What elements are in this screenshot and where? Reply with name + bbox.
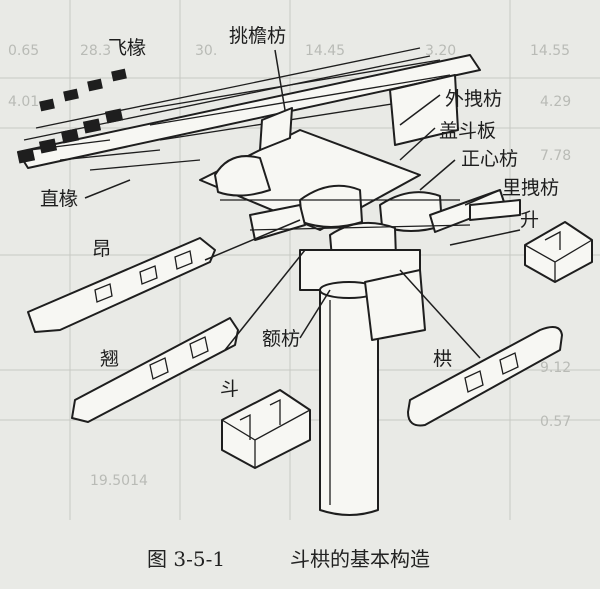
qiao-part (71, 317, 239, 423)
label-gaidouban: 盖斗板 (439, 120, 496, 142)
label-dou: 斗 (220, 378, 239, 400)
label-efang: 额枋 (262, 328, 300, 350)
label-zhichuan: 直椽 (40, 188, 78, 210)
bg-text: 9.12 (540, 360, 571, 376)
bg-text: 4.01 (8, 94, 39, 110)
bg-text: 14.45 (305, 43, 345, 59)
label-waizhuaifang: 外拽枋 (445, 88, 502, 110)
label-gong: 栱 (433, 348, 452, 370)
bg-text: 7.78 (540, 148, 571, 164)
bg-text: 3.20 (425, 43, 456, 59)
bg-text: 0.65 (8, 43, 39, 59)
label-qiao: 翘 (100, 348, 119, 370)
caption-title: 斗栱的基本构造 (290, 547, 430, 571)
ang-part (27, 237, 216, 333)
sheng-part (524, 221, 593, 283)
label-lizhuaifang: 里拽枋 (502, 177, 559, 199)
label-tiaoyanfang: 挑檐枋 (229, 25, 286, 47)
bg-text: 19.5014 (90, 473, 148, 489)
bg-text: 30. (195, 43, 217, 59)
label-feichuan: 飞椽 (108, 37, 146, 59)
bg-text: 4.29 (540, 94, 571, 110)
label-ang: 昂 (92, 238, 111, 260)
bg-text: 28.3 (80, 43, 111, 59)
background-table: 0.65 28.3 30. 14.45 3.20 14.55 4.01 4.29… (0, 0, 600, 520)
leader-lines (84, 49, 521, 359)
dou-part (221, 389, 311, 469)
column (319, 269, 426, 516)
bg-text: 0.57 (540, 414, 571, 430)
bg-text: 14.55 (530, 43, 570, 59)
rafters (16, 47, 481, 171)
label-zhengxinfang: 正心枋 (461, 148, 518, 170)
label-sheng: 升 (520, 209, 539, 231)
gong-part (407, 325, 563, 427)
caption-number: 图 3-5-1 (147, 547, 225, 571)
